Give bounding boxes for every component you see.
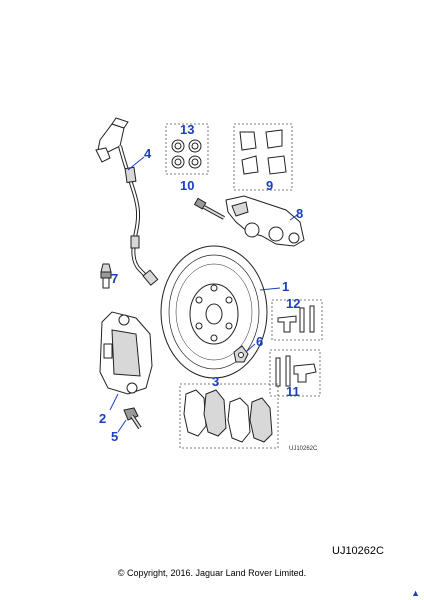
brake-caliper <box>99 311 153 395</box>
callout-8: 8 <box>296 206 303 221</box>
copyright-notice: © Copyright, 2016. Jaguar Land Rover Lim… <box>117 568 307 578</box>
callout-2: 2 <box>99 411 106 426</box>
brake-disc <box>160 245 268 379</box>
brake-hose <box>95 117 159 286</box>
callout-3: 3 <box>212 374 219 389</box>
guide-pin-kit <box>271 299 323 341</box>
callout-10: 10 <box>180 178 194 193</box>
guide-pin-kit-2 <box>269 349 321 397</box>
bleed-screw <box>100 263 112 289</box>
disc-retaining-screw <box>233 345 249 363</box>
callout-7: 7 <box>111 271 118 286</box>
brake-pads <box>179 383 279 449</box>
caliper-carrier <box>225 195 305 247</box>
callout-4: 4 <box>144 146 152 161</box>
reference-code: UJ10262C <box>332 545 384 557</box>
callout-12: 12 <box>286 296 300 311</box>
seal-kit <box>165 123 209 175</box>
callout-1: 1 <box>282 279 289 294</box>
callout-9: 9 <box>266 178 273 193</box>
corner-mark-icon: ▲ <box>411 588 420 598</box>
caliper-mount-bolt <box>123 407 142 430</box>
callout-13: 13 <box>180 122 194 137</box>
caliper-bolt <box>193 197 225 220</box>
drawing-id-label: UJ10262C <box>289 446 318 452</box>
callout-6: 6 <box>256 334 263 349</box>
pad-shims-kit <box>233 123 293 191</box>
callout-11: 11 <box>286 384 300 399</box>
callout-5: 5 <box>111 429 118 444</box>
